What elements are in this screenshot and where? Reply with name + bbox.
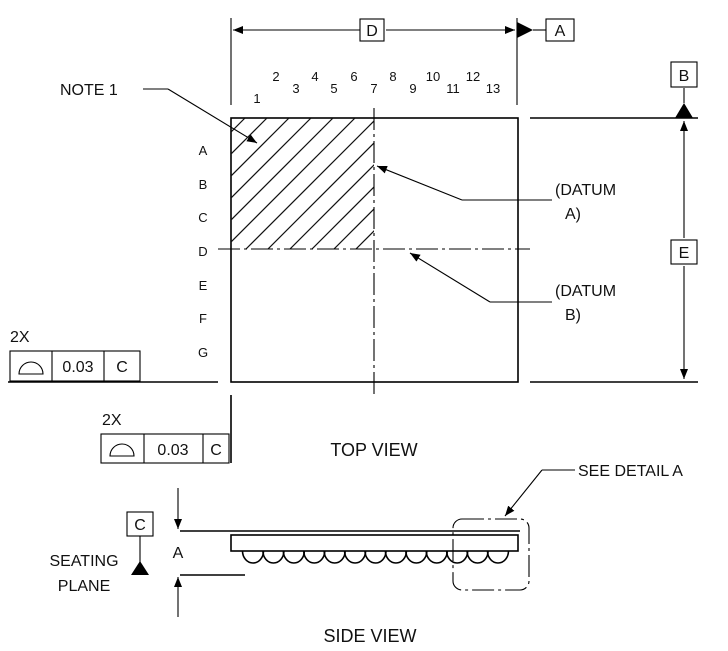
hatch-line: [289, 164, 374, 249]
datum-b-flag: B: [530, 61, 698, 119]
hatch-line: [231, 118, 268, 155]
datum-d-box: [359, 18, 385, 42]
datum-a-callout-line1: (DATUM: [555, 182, 616, 199]
column-number: 2: [272, 69, 279, 84]
solder-balls: [241, 550, 510, 564]
datum-a-box: [545, 18, 575, 42]
solder-ball: [241, 550, 265, 564]
column-number: 5: [330, 81, 337, 96]
column-number: 4: [311, 69, 318, 84]
row-letters: A B C D E F G: [198, 143, 208, 360]
column-number: 13: [486, 81, 500, 96]
hatch-line: [377, 118, 509, 250]
row-letter: F: [199, 311, 207, 326]
hatch-line: [399, 118, 531, 250]
hatch-line: [231, 118, 246, 133]
datum-b-label: B: [679, 68, 690, 85]
column-number: 12: [466, 69, 480, 84]
solder-ball: [343, 550, 367, 564]
datum-b-callout-line2: B): [565, 307, 581, 324]
tolerance-count: 2X: [10, 329, 30, 346]
note-1: NOTE 1: [60, 82, 258, 144]
row-letter: A: [199, 143, 208, 158]
detail-a-callout: SEE DETAIL A: [452, 463, 683, 591]
column-number: 3: [292, 81, 299, 96]
column-number: 8: [389, 69, 396, 84]
solder-ball: [282, 550, 306, 564]
solder-ball: [384, 550, 408, 564]
see-detail-label: SEE DETAIL A: [578, 463, 683, 480]
dimension-a-height: A: [173, 488, 184, 617]
datum-b-callout-line1: (DATUM: [555, 283, 616, 300]
solder-ball: [405, 550, 428, 564]
datum-a-callout: (DATUM A): [376, 165, 616, 223]
column-number: 1: [253, 91, 260, 106]
datum-e-box: [670, 239, 698, 265]
hatch-line: [245, 120, 374, 249]
seating-plane-datum: C SEATING PLANE: [49, 511, 154, 595]
row-letter: E: [199, 278, 208, 293]
column-number: 9: [409, 81, 416, 96]
hatch-line: [231, 118, 290, 177]
side-view: [180, 530, 520, 576]
package-substrate: [230, 534, 519, 552]
detail-a-outline: [452, 518, 530, 591]
hatch-line: [333, 208, 374, 249]
pin-a1-quadrant-hatch: [231, 118, 553, 250]
note-1-label: NOTE 1: [60, 82, 118, 99]
solder-ball: [445, 550, 469, 564]
side-view-title: SIDE VIEW: [323, 626, 416, 646]
column-number: 11: [446, 81, 460, 96]
solder-ball: [323, 550, 346, 564]
column-numbers: 1 2 3 4 5 6 7 8 9 10 11 12 13: [253, 69, 500, 106]
row-letter: D: [198, 244, 207, 259]
datum-a-callout-line2: A): [565, 206, 581, 223]
solder-ball: [425, 550, 449, 564]
tolerance-value: 0.03: [62, 359, 93, 376]
solder-ball: [262, 550, 285, 564]
datum-e-label: E: [679, 245, 690, 262]
tolerance-frame-left: 2X 0.03 C: [9, 329, 141, 382]
row-letter: C: [198, 210, 207, 225]
column-number: 6: [350, 69, 357, 84]
tolerance-count: 2X: [102, 412, 122, 429]
datum-d-label: D: [366, 23, 378, 40]
hatch-line: [231, 118, 356, 243]
column-number: 7: [370, 81, 377, 96]
tolerance-value: 0.03: [157, 442, 188, 459]
solder-ball: [466, 550, 489, 564]
seating-plane-line2: PLANE: [58, 578, 110, 595]
solder-ball: [302, 550, 326, 564]
top-view-title: TOP VIEW: [330, 440, 417, 460]
column-number: 10: [426, 69, 440, 84]
datum-a-flag: A: [517, 18, 575, 42]
datum-b-box: [670, 61, 698, 88]
tolerance-datum: C: [210, 442, 222, 459]
datum-a-label: A: [555, 23, 566, 40]
height-label: A: [173, 545, 184, 562]
hatch-line: [231, 118, 334, 221]
row-letter: G: [198, 345, 208, 360]
hatch-line: [231, 118, 312, 199]
tolerance-datum: C: [116, 359, 128, 376]
hatch-line: [267, 142, 374, 249]
seating-plane-line1: SEATING: [49, 553, 118, 570]
profile-of-surface-icon: [18, 361, 44, 375]
tolerance-frame-bottom: 2X 0.03 C: [100, 412, 230, 464]
row-letter: B: [199, 177, 208, 192]
hatch-line: [421, 118, 553, 250]
profile-of-surface-icon: [109, 443, 135, 457]
hatch-line: [311, 186, 374, 249]
dimension-e: E: [530, 121, 698, 383]
solder-ball: [486, 550, 510, 564]
datum-b-callout: (DATUM B): [409, 252, 616, 324]
datum-c-label: C: [134, 517, 146, 534]
solder-ball: [364, 550, 387, 564]
